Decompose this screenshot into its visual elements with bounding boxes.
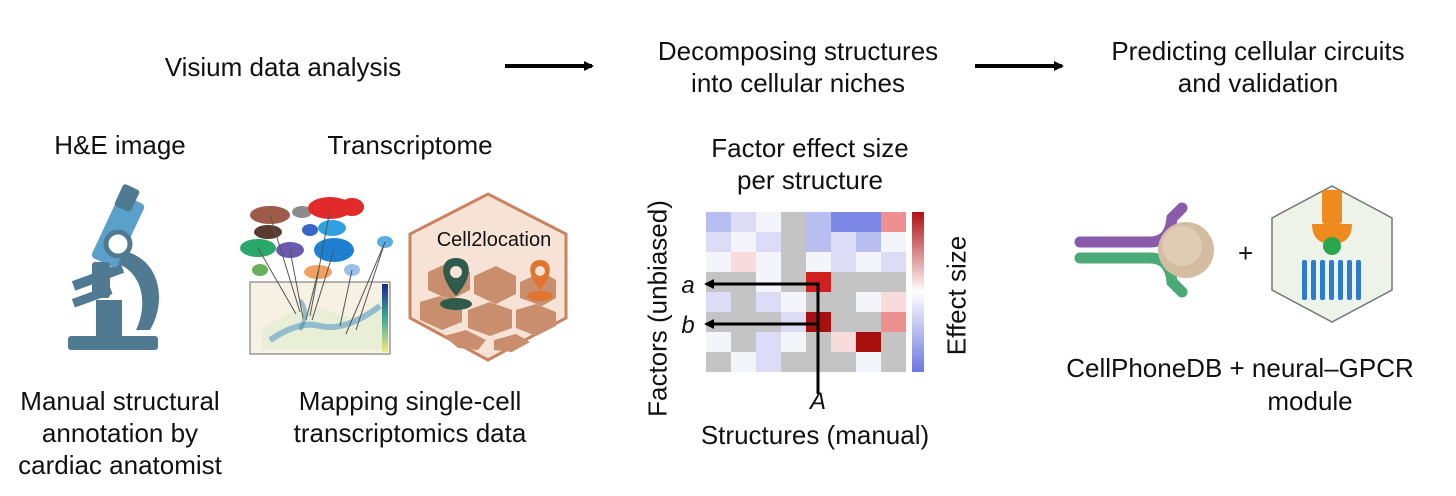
heatmap-cell: [856, 272, 881, 292]
heatmap-cell: [831, 212, 856, 232]
heatmap-cell: [756, 292, 781, 312]
heatmap-cell: [756, 252, 781, 272]
heatmap-cell: [731, 292, 756, 312]
heatmap-cell: [831, 272, 856, 292]
heatmap-cell: [731, 312, 756, 332]
plus-sign: +: [1238, 238, 1253, 268]
heatmap-cell: [781, 212, 806, 232]
structure-A-marker: A: [809, 388, 826, 415]
tx-caption-line2: transcriptomics data: [293, 418, 527, 448]
heatmap-colorbar: [912, 212, 924, 372]
step-3-label-line1: Predicting cellular circuits: [1111, 36, 1405, 66]
heatmap-cell: [781, 272, 806, 292]
heatmap-cell: [731, 272, 756, 292]
cell2location-hexagon: [408, 192, 568, 362]
tx-caption-line1: Mapping single-cell: [298, 386, 522, 416]
heatmap-cell: [781, 352, 806, 372]
cpdb-caption-line2: module: [1267, 386, 1353, 416]
effect-size-heatmap: [704, 212, 924, 394]
transcriptome-title: Transcriptome: [327, 130, 493, 160]
heatmap-cell: [881, 352, 906, 372]
factor-b-marker: b: [681, 312, 695, 339]
step-1-label: Visium data analysis: [164, 52, 402, 82]
heatmap-xlabel: Structures (manual): [700, 420, 930, 450]
heatmap-cell: [856, 212, 881, 232]
factor-a-marker: a: [681, 272, 695, 299]
step-2-label-line2: into cellular niches: [691, 68, 905, 98]
heatmap-cell: [881, 332, 906, 352]
heatmap-cell: [831, 352, 856, 372]
heatmap-cell: [781, 292, 806, 312]
gpcr-module-icon: [1271, 185, 1393, 323]
heatmap-cell: [756, 312, 781, 332]
heatmap-cell: [731, 332, 756, 352]
heatmap-cell: [856, 292, 881, 312]
heatmap-cell: [731, 232, 756, 252]
heatmap-cell: [806, 232, 831, 252]
heatmap-cell: [881, 292, 906, 312]
heatmap-cell: [856, 232, 881, 252]
heatmap-cell: [781, 312, 806, 332]
heatmap-cell: [831, 332, 856, 352]
heatmap-cell: [856, 352, 881, 372]
heatmap-cell: [806, 252, 831, 272]
heatmap-cell: [731, 352, 756, 372]
heatmap-cell: [756, 232, 781, 252]
heatmap-cell: [781, 252, 806, 272]
heatmap-cell: [881, 212, 906, 232]
heatmap-cell: [881, 232, 906, 252]
heatmap-ylabel: Factors (unbiased): [642, 200, 673, 417]
heatmap-cell: [706, 352, 731, 372]
heatmap-cell: [831, 292, 856, 312]
step-2-label-line1: Decomposing structures: [657, 36, 939, 66]
he-caption-line2: annotation by: [41, 418, 199, 448]
heatmap-cell: [856, 252, 881, 272]
heatmap-cell: [806, 272, 831, 292]
heatmap-cell: [856, 332, 881, 352]
heatmap-title-line2: per structure: [737, 165, 883, 195]
heatmap-cell: [706, 212, 731, 232]
heatmap-cell: [706, 332, 731, 352]
he-caption-line3: cardiac anatomist: [18, 450, 222, 480]
heatmap-cell: [806, 212, 831, 232]
heatmap-cell: [731, 252, 756, 272]
heatmap-cell: [881, 272, 906, 292]
callout-arrow-a: [704, 279, 820, 394]
microscope-icon: [68, 184, 160, 350]
heatmap-cell: [856, 312, 881, 332]
cell2location-label: Cell2location: [436, 229, 552, 251]
heatmap-cell: [831, 252, 856, 272]
heatmap-cell: [756, 272, 781, 292]
heatmap-title-line1: Factor effect size: [711, 133, 909, 163]
spatial-slide: [249, 209, 391, 355]
step-3-label-line2: and validation: [1177, 68, 1339, 98]
he-title: H&E image: [54, 130, 186, 160]
heatmap-cell: [706, 292, 731, 312]
heatmap-cell: [756, 352, 781, 372]
he-caption-line1: Manual structural: [20, 386, 220, 416]
heatmap-cell: [831, 232, 856, 252]
heatmap-cell: [756, 332, 781, 352]
heatmap-cell: [781, 232, 806, 252]
heatmap-cell: [706, 312, 731, 332]
single-cell-umap: [240, 197, 393, 279]
heatmap-cell: [831, 312, 856, 332]
colorbar-label: Effect size: [941, 235, 972, 356]
heatmap-cell: [756, 212, 781, 232]
heatmap-cell: [706, 232, 731, 252]
heatmap-cell: [731, 212, 756, 232]
heatmap-cell: [881, 252, 906, 272]
heatmap-cell: [881, 312, 906, 332]
heatmap-cell: [781, 332, 806, 352]
heatmap-cell: [706, 272, 731, 292]
heatmap-cell: [706, 252, 731, 272]
cpdb-caption-line1: CellPhoneDB + neural–GPCR: [1066, 353, 1414, 383]
cell-interaction-icon: [1074, 202, 1214, 298]
